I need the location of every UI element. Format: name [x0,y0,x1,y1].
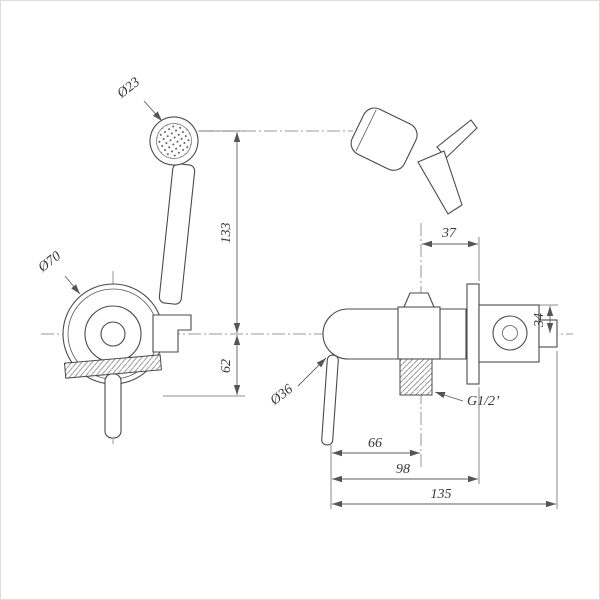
front-view [62,116,199,439]
leader-body-diameter [297,357,327,387]
dim-label-62: 62 [219,359,234,373]
sprayer-cone-side [417,150,463,215]
threaded-inlet-port [399,358,433,396]
outlet-circle-outer [492,315,528,351]
dim-label-head-diameter: Ø23 [114,75,143,102]
leader-head-diameter [143,100,163,122]
sprayer-holder-bracket-front [152,314,192,353]
dimensions: Ø23 Ø70 133 62 37 34 Ø36 G1/2’ 66 98 135 [35,75,558,509]
holder-block-side [397,306,441,360]
cap-circle [100,321,126,347]
spray-head-front [149,116,199,166]
side-view [321,107,558,446]
dim-label-133: 133 [219,223,234,244]
dim-label-body-diameter: Ø36 [267,382,296,409]
dim-label-thread: G1/2’ [467,394,500,409]
dim-label-98: 98 [396,462,410,477]
dim-label-66: 66 [368,436,382,451]
lever-rod-front [104,373,122,439]
wall-flange-side [466,283,480,385]
spray-head-side [350,107,418,171]
leader-thread [434,391,464,402]
lever-rod-side [321,354,339,446]
dim-label-plate-diameter: Ø70 [35,249,64,276]
outlet-circle-inner [502,325,518,341]
mixer-body-side [322,308,467,360]
spray-face-perforations [156,123,192,159]
sprayer-handle-front [158,163,196,305]
leader-plate-diameter [64,275,81,295]
dim-label-135: 135 [431,487,452,502]
dim-label-34: 34 [532,313,547,328]
holder-neck-side [403,292,435,308]
spray-face-rim [355,109,377,152]
dim-label-37: 37 [441,226,457,241]
